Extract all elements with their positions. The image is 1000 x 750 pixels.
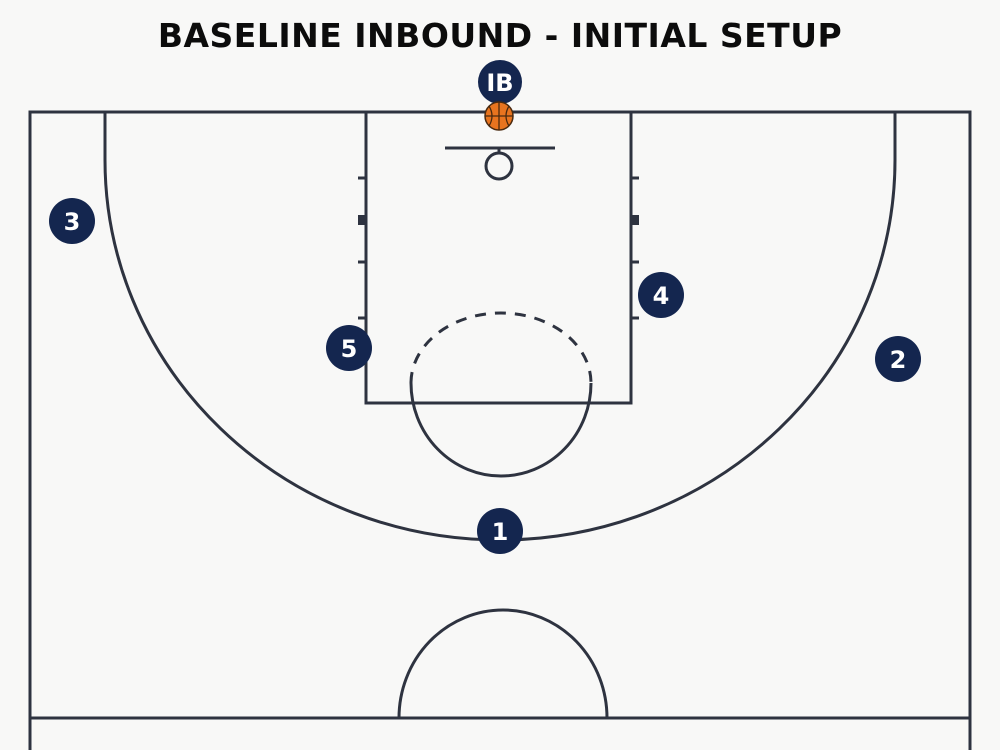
block-mark [631,215,639,225]
basketball-icon [484,101,514,131]
lane-hash-marks [358,176,639,320]
player-marker-2: 2 [875,336,921,382]
player-marker-4: 4 [638,272,684,318]
player-marker-1: 1 [477,508,523,554]
rim [484,151,514,181]
player-label: 4 [653,282,670,310]
player-label: IB [486,69,513,97]
free-throw-circle-top-dashed [409,311,593,384]
player-label: 1 [492,518,509,546]
player-marker-3: 3 [49,198,95,244]
block-mark [358,215,366,225]
player-label: 3 [64,208,81,236]
court-lines [28,110,972,750]
paint-lane [364,110,633,405]
diagram-title: BASELINE INBOUND - INITIAL SETUP [157,16,843,55]
player-marker-5: 5 [326,325,372,371]
center-circle [397,608,609,719]
player-label: 5 [341,335,358,363]
player-label: 2 [890,346,907,374]
free-throw-circle-bottom [409,382,593,478]
court-outline [28,110,972,750]
player-marker-ib: IB [478,60,522,104]
